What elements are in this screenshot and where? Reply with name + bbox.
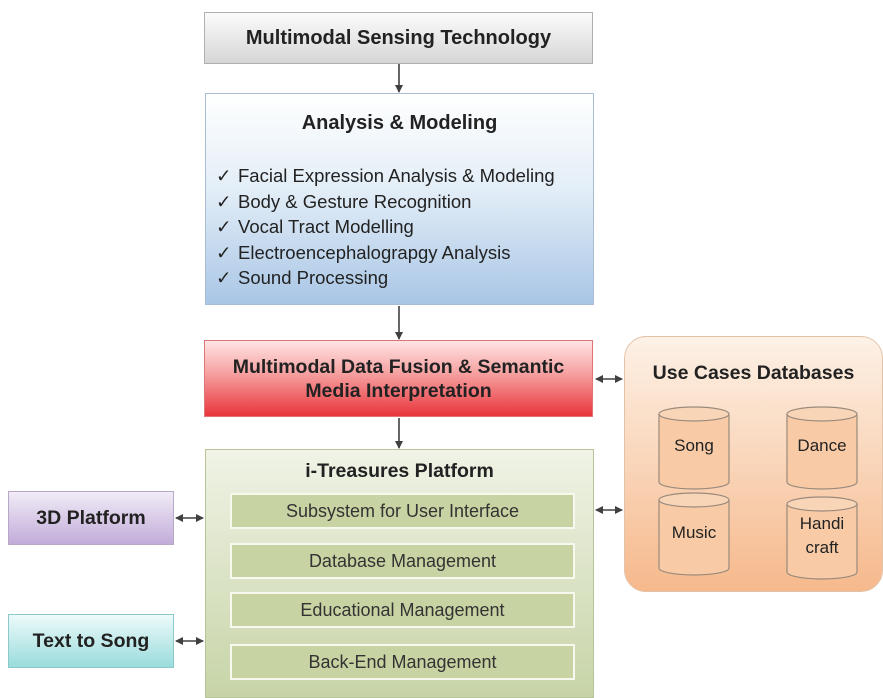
3d-platform-label: 3D Platform <box>36 506 146 529</box>
subsystem-educational-management: Educational Management <box>230 592 575 628</box>
data-fusion-line1: Multimodal Data Fusion & Semantic <box>232 355 565 378</box>
database-label-line1: Handi <box>799 514 845 533</box>
analysis-items-list: ✓Facial Expression Analysis & Modeling ✓… <box>216 163 555 291</box>
database-cylinder-handicraft: Handi craft <box>786 496 858 580</box>
text-to-song-label: Text to Song <box>32 629 150 652</box>
text-to-song-box: Text to Song <box>8 614 174 668</box>
database-icon <box>786 406 858 490</box>
analysis-item: ✓Body & Gesture Recognition <box>216 189 555 215</box>
check-icon: ✓ <box>216 216 232 237</box>
analysis-modeling-box: Analysis & Modeling ✓Facial Expression A… <box>205 93 594 305</box>
database-label: Dance <box>797 436 847 455</box>
check-icon: ✓ <box>216 241 232 263</box>
database-cylinder-music: Music <box>658 492 730 576</box>
database-icon <box>786 496 858 580</box>
3d-platform-box: 3D Platform <box>8 491 174 545</box>
data-fusion-box: Multimodal Data Fusion & Semantic Media … <box>204 340 593 417</box>
database-label: Music <box>671 523 717 542</box>
database-label: Song <box>674 436 714 455</box>
analysis-item: ✓Vocal Tract Modelling <box>216 214 555 240</box>
platform-title: i-Treasures Platform <box>305 460 494 482</box>
database-cylinder-dance: Dance <box>786 406 858 490</box>
use-cases-title: Use Cases Databases <box>652 362 855 384</box>
database-label-line2: craft <box>805 538 839 557</box>
analysis-modeling-title: Analysis & Modeling <box>301 112 498 134</box>
analysis-item: ✓Sound Processing <box>216 265 555 291</box>
sensing-technology-label: Multimodal Sensing Technology <box>245 26 552 49</box>
check-icon: ✓ <box>216 165 232 186</box>
subsystem-back-end-management: Back-End Management <box>230 644 575 680</box>
subsystem-user-interface: Subsystem for User Interface <box>230 493 575 529</box>
use-cases-databases-box: Use Cases Databases Song Dance Music Han… <box>624 336 883 592</box>
database-cylinder-song: Song <box>658 406 730 490</box>
check-icon: ✓ <box>216 267 232 288</box>
sensing-technology-box: Multimodal Sensing Technology <box>204 12 593 64</box>
i-treasures-platform-box: i-Treasures Platform Subsystem for User … <box>205 449 594 698</box>
analysis-item: ✓Electroencephalograpgy Analysis <box>216 240 555 266</box>
subsystem-database-management: Database Management <box>230 543 575 579</box>
check-icon: ✓ <box>216 190 232 212</box>
database-icon <box>658 492 730 576</box>
analysis-item: ✓Facial Expression Analysis & Modeling <box>216 163 555 189</box>
database-icon <box>658 406 730 490</box>
data-fusion-line2: Media Interpretation <box>305 379 492 402</box>
